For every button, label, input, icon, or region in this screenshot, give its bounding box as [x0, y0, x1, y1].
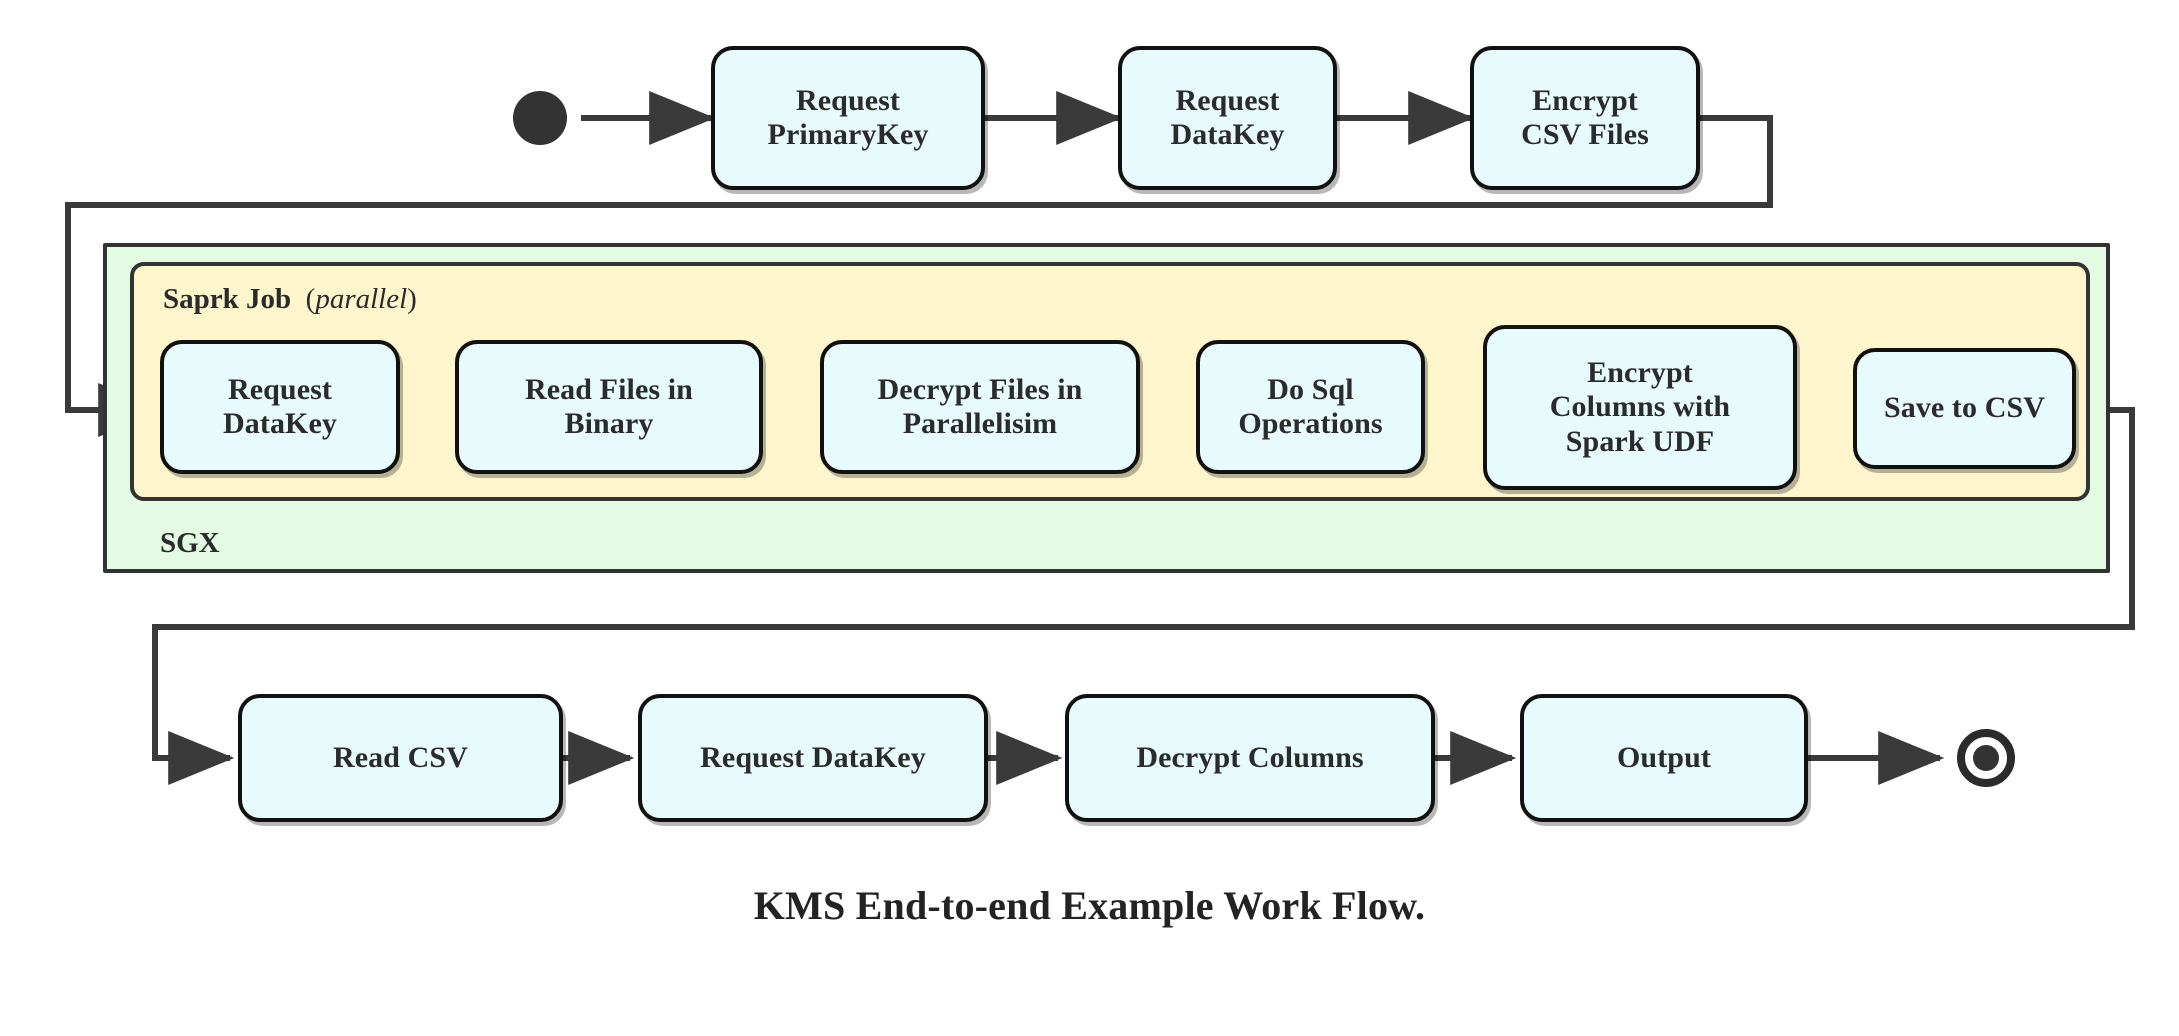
node-request-datakey-spark[interactable]: Request DataKey	[160, 340, 400, 474]
container-spark-job-label-italic: parallel	[315, 283, 408, 315]
container-spark-job-label-paren-open: (	[305, 283, 316, 315]
node-save-to-csv-line-0: Save to CSV	[1883, 391, 2046, 425]
node-read-files-in-binary-line-1: Binary	[564, 407, 654, 440]
node-encrypt-csv-files-line-1: CSV Files	[1521, 118, 1649, 151]
node-decrypt-files-in-parallelisim[interactable]: Decrypt Files in Parallelisim	[820, 340, 1140, 474]
end-state-ring	[1957, 729, 2015, 787]
end-state-inner-dot	[1973, 745, 1999, 771]
node-read-csv[interactable]: Read CSV	[238, 694, 563, 822]
node-decrypt-columns-line-0: Decrypt Columns	[1136, 740, 1364, 774]
container-spark-job-label-paren-close: )	[407, 283, 417, 315]
node-decrypt-columns[interactable]: Decrypt Columns	[1065, 694, 1435, 822]
node-request-datakey-top-line-1: DataKey	[1170, 118, 1285, 151]
node-request-datakey-bottom[interactable]: Request DataKey	[638, 694, 988, 822]
start-state-dot	[513, 91, 567, 145]
node-do-sql-operations-line-1: Operations	[1238, 407, 1383, 440]
node-encrypt-columns-with-spark-udf[interactable]: Encrypt Columns with Spark UDF	[1483, 325, 1797, 490]
diagram-caption: KMS End-to-end Example Work Flow.	[753, 883, 1426, 928]
node-save-to-csv[interactable]: Save to CSV	[1853, 348, 2076, 469]
node-read-csv-line-0: Read CSV	[333, 740, 468, 774]
node-request-datakey-top[interactable]: Request DataKey	[1118, 46, 1337, 190]
node-decrypt-files-in-parallelisim-line-0: Decrypt Files in	[877, 372, 1083, 406]
node-encrypt-columns-with-spark-udf-line-1: Columns with	[1549, 390, 1731, 424]
node-read-files-in-binary[interactable]: Read Files in Binary	[455, 340, 763, 474]
node-encrypt-csv-files-line-0: Encrypt	[1532, 83, 1638, 117]
node-do-sql-operations[interactable]: Do Sql Operations	[1196, 340, 1425, 474]
node-request-primarykey-line-1: PrimaryKey	[767, 118, 929, 151]
node-decrypt-files-in-parallelisim-line-1: Parallelisim	[902, 407, 1058, 440]
node-output-line-0: Output	[1617, 740, 1711, 774]
node-encrypt-columns-with-spark-udf-line-2: Spark UDF	[1565, 424, 1715, 458]
node-request-datakey-spark-line-0: Request	[227, 372, 332, 406]
container-spark-job-label-bold: Saprk Job	[163, 283, 292, 315]
node-request-datakey-spark-line-1: DataKey	[222, 407, 337, 440]
node-request-primarykey-line-0: Request	[795, 83, 901, 117]
node-request-datakey-bottom-line-0: Request DataKey	[700, 740, 926, 774]
node-encrypt-columns-with-spark-udf-line-0: Encrypt	[1587, 356, 1693, 390]
node-encrypt-csv-files[interactable]: Encrypt CSV Files	[1470, 46, 1700, 190]
node-output[interactable]: Output	[1520, 694, 1808, 822]
node-request-primarykey[interactable]: Request PrimaryKey	[711, 46, 985, 190]
node-request-datakey-top-line-0: Request	[1175, 83, 1280, 117]
container-spark-job-label: Saprk Job (parallel)	[163, 283, 417, 316]
container-sgx-label: SGX	[160, 527, 220, 559]
node-do-sql-operations-line-0: Do Sql	[1267, 372, 1354, 406]
node-read-files-in-binary-line-0: Read Files in	[525, 372, 693, 406]
